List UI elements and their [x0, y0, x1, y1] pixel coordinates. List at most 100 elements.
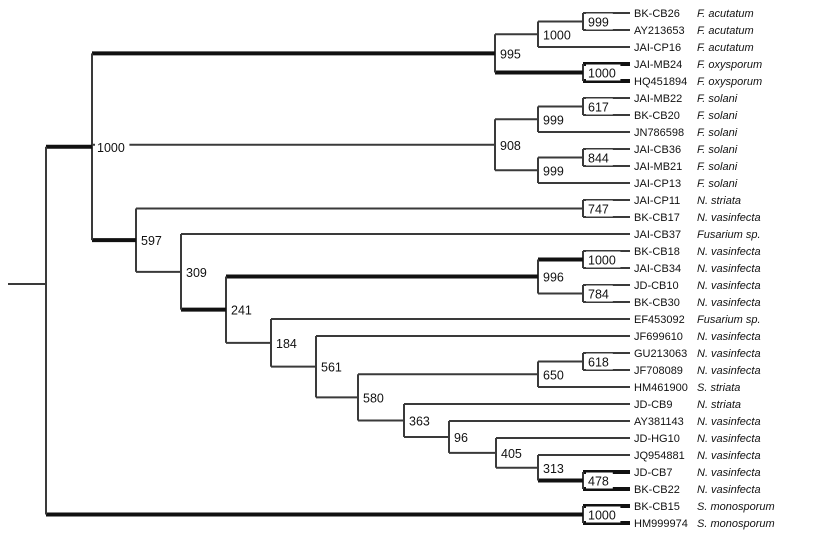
- taxon-species: N. vasinfecta: [697, 331, 761, 343]
- taxon-species: N. vasinfecta: [697, 484, 761, 496]
- bootstrap-label-background: [95, 138, 130, 155]
- taxon-accession: JN786598: [634, 127, 684, 139]
- taxon-species: N. vasinfecta: [697, 365, 761, 377]
- taxon-accession: JQ954881: [634, 450, 685, 462]
- taxon-accession: JAI-MB21: [634, 161, 682, 173]
- bootstrap-value: 597: [141, 234, 162, 248]
- taxon-species: N. vasinfecta: [697, 212, 761, 224]
- bootstrap-label-background: [586, 13, 613, 30]
- bootstrap-label-background: [274, 334, 301, 351]
- taxon-species: N. vasinfecta: [697, 280, 761, 292]
- bootstrap-value: 844: [588, 152, 609, 166]
- taxon-accession: JAI-CP13: [634, 178, 681, 190]
- bootstrap-value: 309: [186, 266, 207, 280]
- bootstrap-value: 96: [454, 431, 468, 445]
- bootstrap-label-background: [586, 98, 613, 115]
- bootstrap-label-background: [586, 472, 613, 489]
- bootstrap-value: 995: [500, 47, 521, 61]
- taxon-accession: JAI-CP16: [634, 42, 681, 54]
- bootstrap-label-background: [319, 358, 346, 375]
- taxon-accession: JD-HG10: [634, 433, 680, 445]
- taxon-accession: EF453092: [634, 314, 685, 326]
- taxon-accession: BK-CB30: [634, 297, 680, 309]
- bootstrap-label-background: [541, 459, 568, 476]
- taxon-accession: BK-CB22: [634, 484, 680, 496]
- taxon-species: N. vasinfecta: [697, 348, 761, 360]
- taxon-accession: HM999974: [634, 518, 688, 530]
- bootstrap-value: 1000: [588, 67, 616, 81]
- taxon-accession: AY213653: [634, 25, 685, 37]
- bootstrap-label-background: [139, 232, 166, 249]
- bootstrap-label-background: [407, 412, 434, 429]
- taxon-accession: JD-CB10: [634, 280, 679, 292]
- taxon-accession: BK-CB18: [634, 246, 680, 258]
- bootstrap-value: 561: [321, 361, 342, 375]
- taxon-species: S. striata: [697, 382, 740, 394]
- bootstrap-label-background: [541, 26, 576, 43]
- bootstrap-value: 363: [409, 414, 430, 428]
- bootstrap-label-background: [541, 111, 568, 128]
- bootstrap-value: 618: [588, 356, 609, 370]
- taxon-species: F. solani: [697, 144, 738, 156]
- taxon-species: N. vasinfecta: [697, 246, 761, 258]
- bootstrap-label-background: [586, 251, 621, 268]
- bootstrap-label-background: [361, 389, 388, 406]
- bootstrap-label-background: [586, 149, 613, 166]
- bootstrap-label-background: [586, 353, 613, 370]
- taxon-species: F. acutatum: [697, 8, 754, 20]
- bootstrap-label-background: [184, 263, 211, 280]
- taxon-accession: AY381143: [634, 416, 684, 428]
- taxon-accession: JAI-MB22: [634, 93, 682, 105]
- bootstrap-label-background: [586, 64, 621, 81]
- bootstrap-value: 1000: [588, 254, 616, 268]
- taxon-species: N. vasinfecta: [697, 416, 761, 428]
- taxon-accession: BK-CB15: [634, 501, 680, 513]
- bootstrap-label-background: [498, 45, 525, 62]
- bootstrap-value: 580: [363, 391, 384, 405]
- bootstrap-label-background: [499, 444, 526, 461]
- bootstrap-label-background: [586, 506, 621, 523]
- bootstrap-value: 1000: [543, 28, 571, 42]
- taxon-species: Fusarium sp.: [697, 314, 761, 326]
- taxon-species: F. solani: [697, 178, 738, 190]
- bootstrap-value: 908: [500, 139, 521, 153]
- bootstrap-labels: 9991000100099561799984499990874710007849…: [95, 13, 621, 523]
- bootstrap-value: 1000: [588, 509, 616, 523]
- taxon-accession: GU213063: [634, 348, 687, 360]
- bootstrap-value: 1000: [97, 141, 125, 155]
- tree-branches: [8, 12, 630, 525]
- taxon-accession: BK-CB17: [634, 212, 680, 224]
- taxon-species: N. vasinfecta: [697, 297, 761, 309]
- bootstrap-value: 617: [588, 101, 609, 115]
- taxon-accession: HQ451894: [634, 76, 687, 88]
- taxon-species: F. solani: [697, 110, 738, 122]
- taxon-species: N. striata: [697, 399, 741, 411]
- bootstrap-value: 241: [231, 304, 252, 318]
- bootstrap-label-background: [541, 268, 568, 285]
- bootstrap-label-background: [586, 200, 613, 217]
- taxon-accession: JAI-CP11: [634, 195, 680, 207]
- bootstrap-label-background: [229, 301, 256, 318]
- bootstrap-value: 999: [543, 113, 564, 127]
- taxon-species: F. solani: [697, 127, 738, 139]
- taxon-species: F. oxysporum: [697, 59, 762, 71]
- taxon-accession: BK-CB26: [634, 8, 680, 20]
- taxon-species: F. acutatum: [697, 42, 754, 54]
- taxon-accession: BK-CB20: [634, 110, 680, 122]
- taxon-accession: JAI-CB36: [634, 144, 681, 156]
- taxon-species: F. solani: [697, 161, 738, 173]
- taxon-accession: JF708089: [634, 365, 683, 377]
- taxon-species: F. acutatum: [697, 25, 754, 37]
- bootstrap-value: 650: [543, 368, 564, 382]
- taxon-accession: JD-CB7: [634, 467, 673, 479]
- taxon-species: F. oxysporum: [697, 76, 762, 88]
- bootstrap-label-background: [498, 136, 525, 153]
- bootstrap-value: 996: [543, 271, 564, 285]
- taxon-accession: JAI-MB24: [634, 59, 682, 71]
- taxon-accession: JD-CB9: [634, 399, 673, 411]
- bootstrap-label-background: [541, 366, 568, 383]
- bootstrap-value: 184: [276, 337, 297, 351]
- bootstrap-value: 747: [588, 203, 609, 217]
